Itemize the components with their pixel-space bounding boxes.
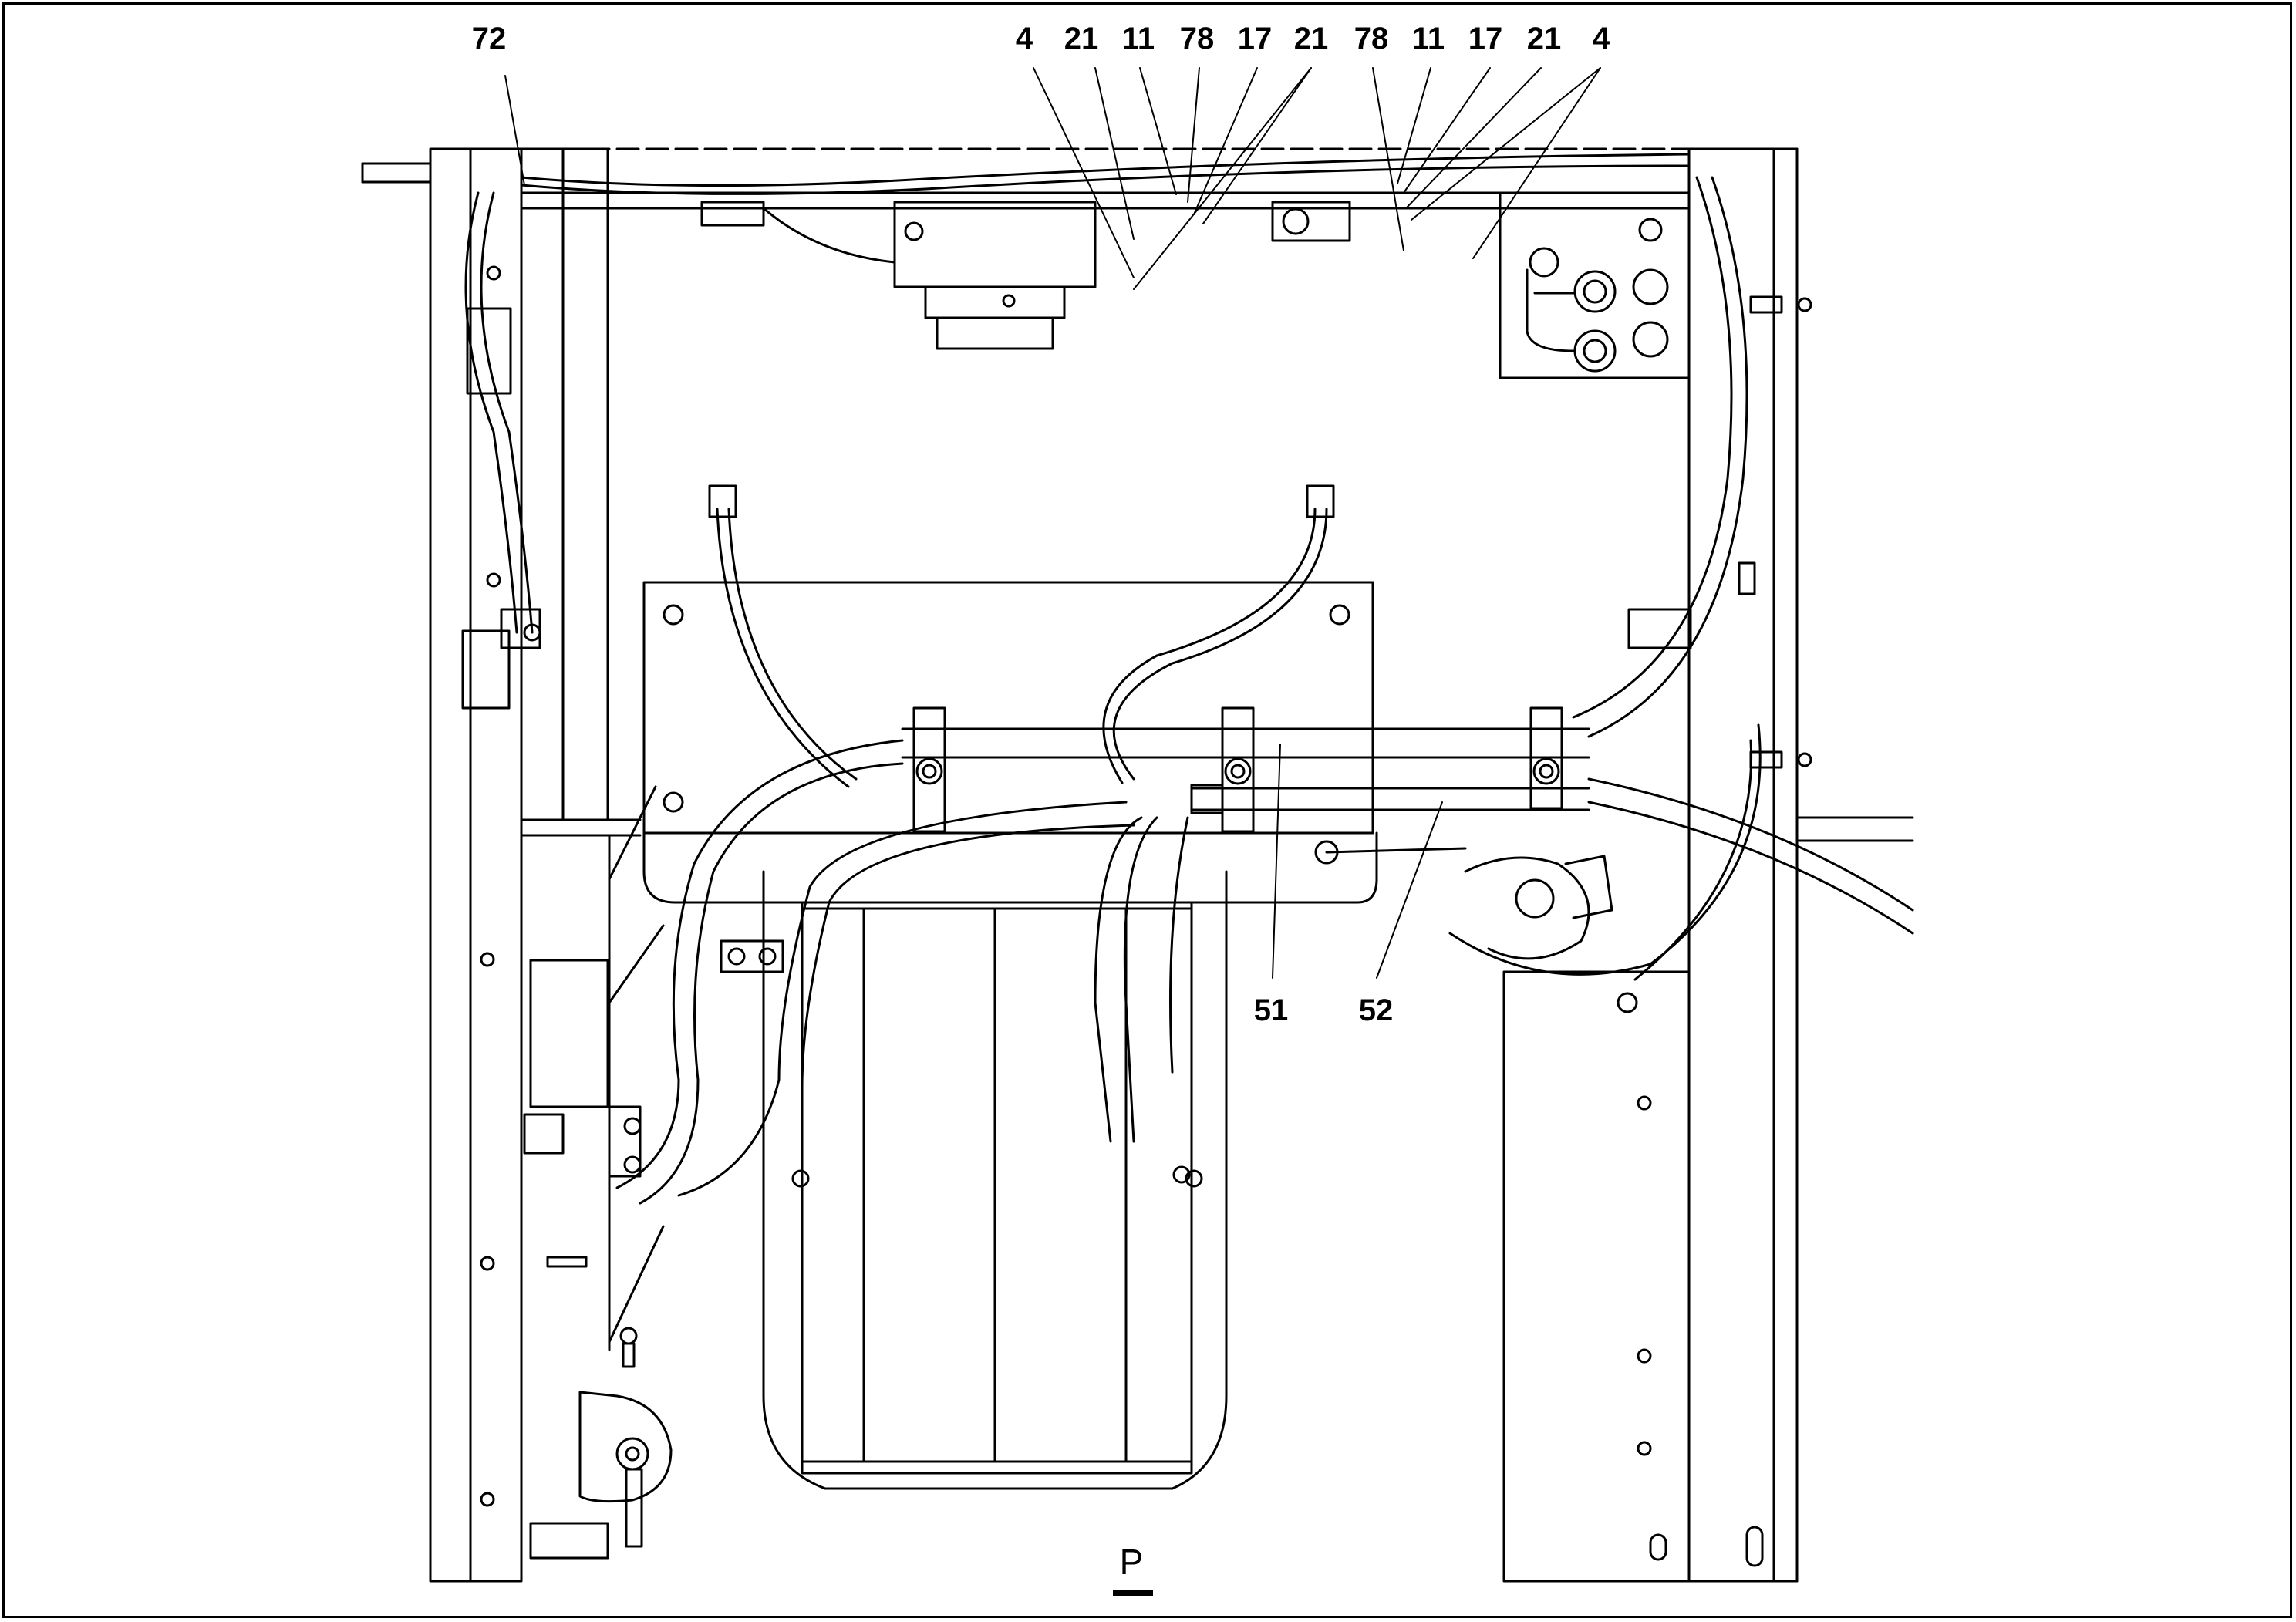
callout-21-c: 21 <box>1526 22 1562 56</box>
callout-78-a: 78 <box>1179 22 1215 56</box>
leader-lines <box>504 67 1601 979</box>
callout-52: 52 <box>1358 993 1394 1027</box>
callout-78-b: 78 <box>1354 22 1389 56</box>
callout-17-a: 17 <box>1237 22 1273 56</box>
callout-51: 51 <box>1253 993 1289 1027</box>
view-label: P <box>1119 1542 1144 1582</box>
callout-17-b: 17 <box>1468 22 1503 56</box>
callout-72: 72 <box>471 22 507 56</box>
mounting-plate <box>642 581 1378 904</box>
clamps-fasteners <box>500 295 1812 1548</box>
callout-11-a: 11 <box>1121 22 1155 56</box>
callout-4-left: 4 <box>1015 22 1033 56</box>
callout-21-a: 21 <box>1064 22 1099 56</box>
callout-21-b: 21 <box>1293 22 1329 56</box>
callout-4-right: 4 <box>1592 22 1610 56</box>
callout-11-b: 11 <box>1411 22 1445 56</box>
right-frame-column <box>1502 147 1914 1583</box>
battery-tray <box>762 870 1228 1490</box>
left-frame-column <box>361 147 665 1583</box>
valve-block <box>1499 191 1691 379</box>
cable-clamp-rail <box>901 706 1590 833</box>
view-label-underline <box>1113 1590 1153 1596</box>
wiring-harness <box>464 153 1914 1205</box>
